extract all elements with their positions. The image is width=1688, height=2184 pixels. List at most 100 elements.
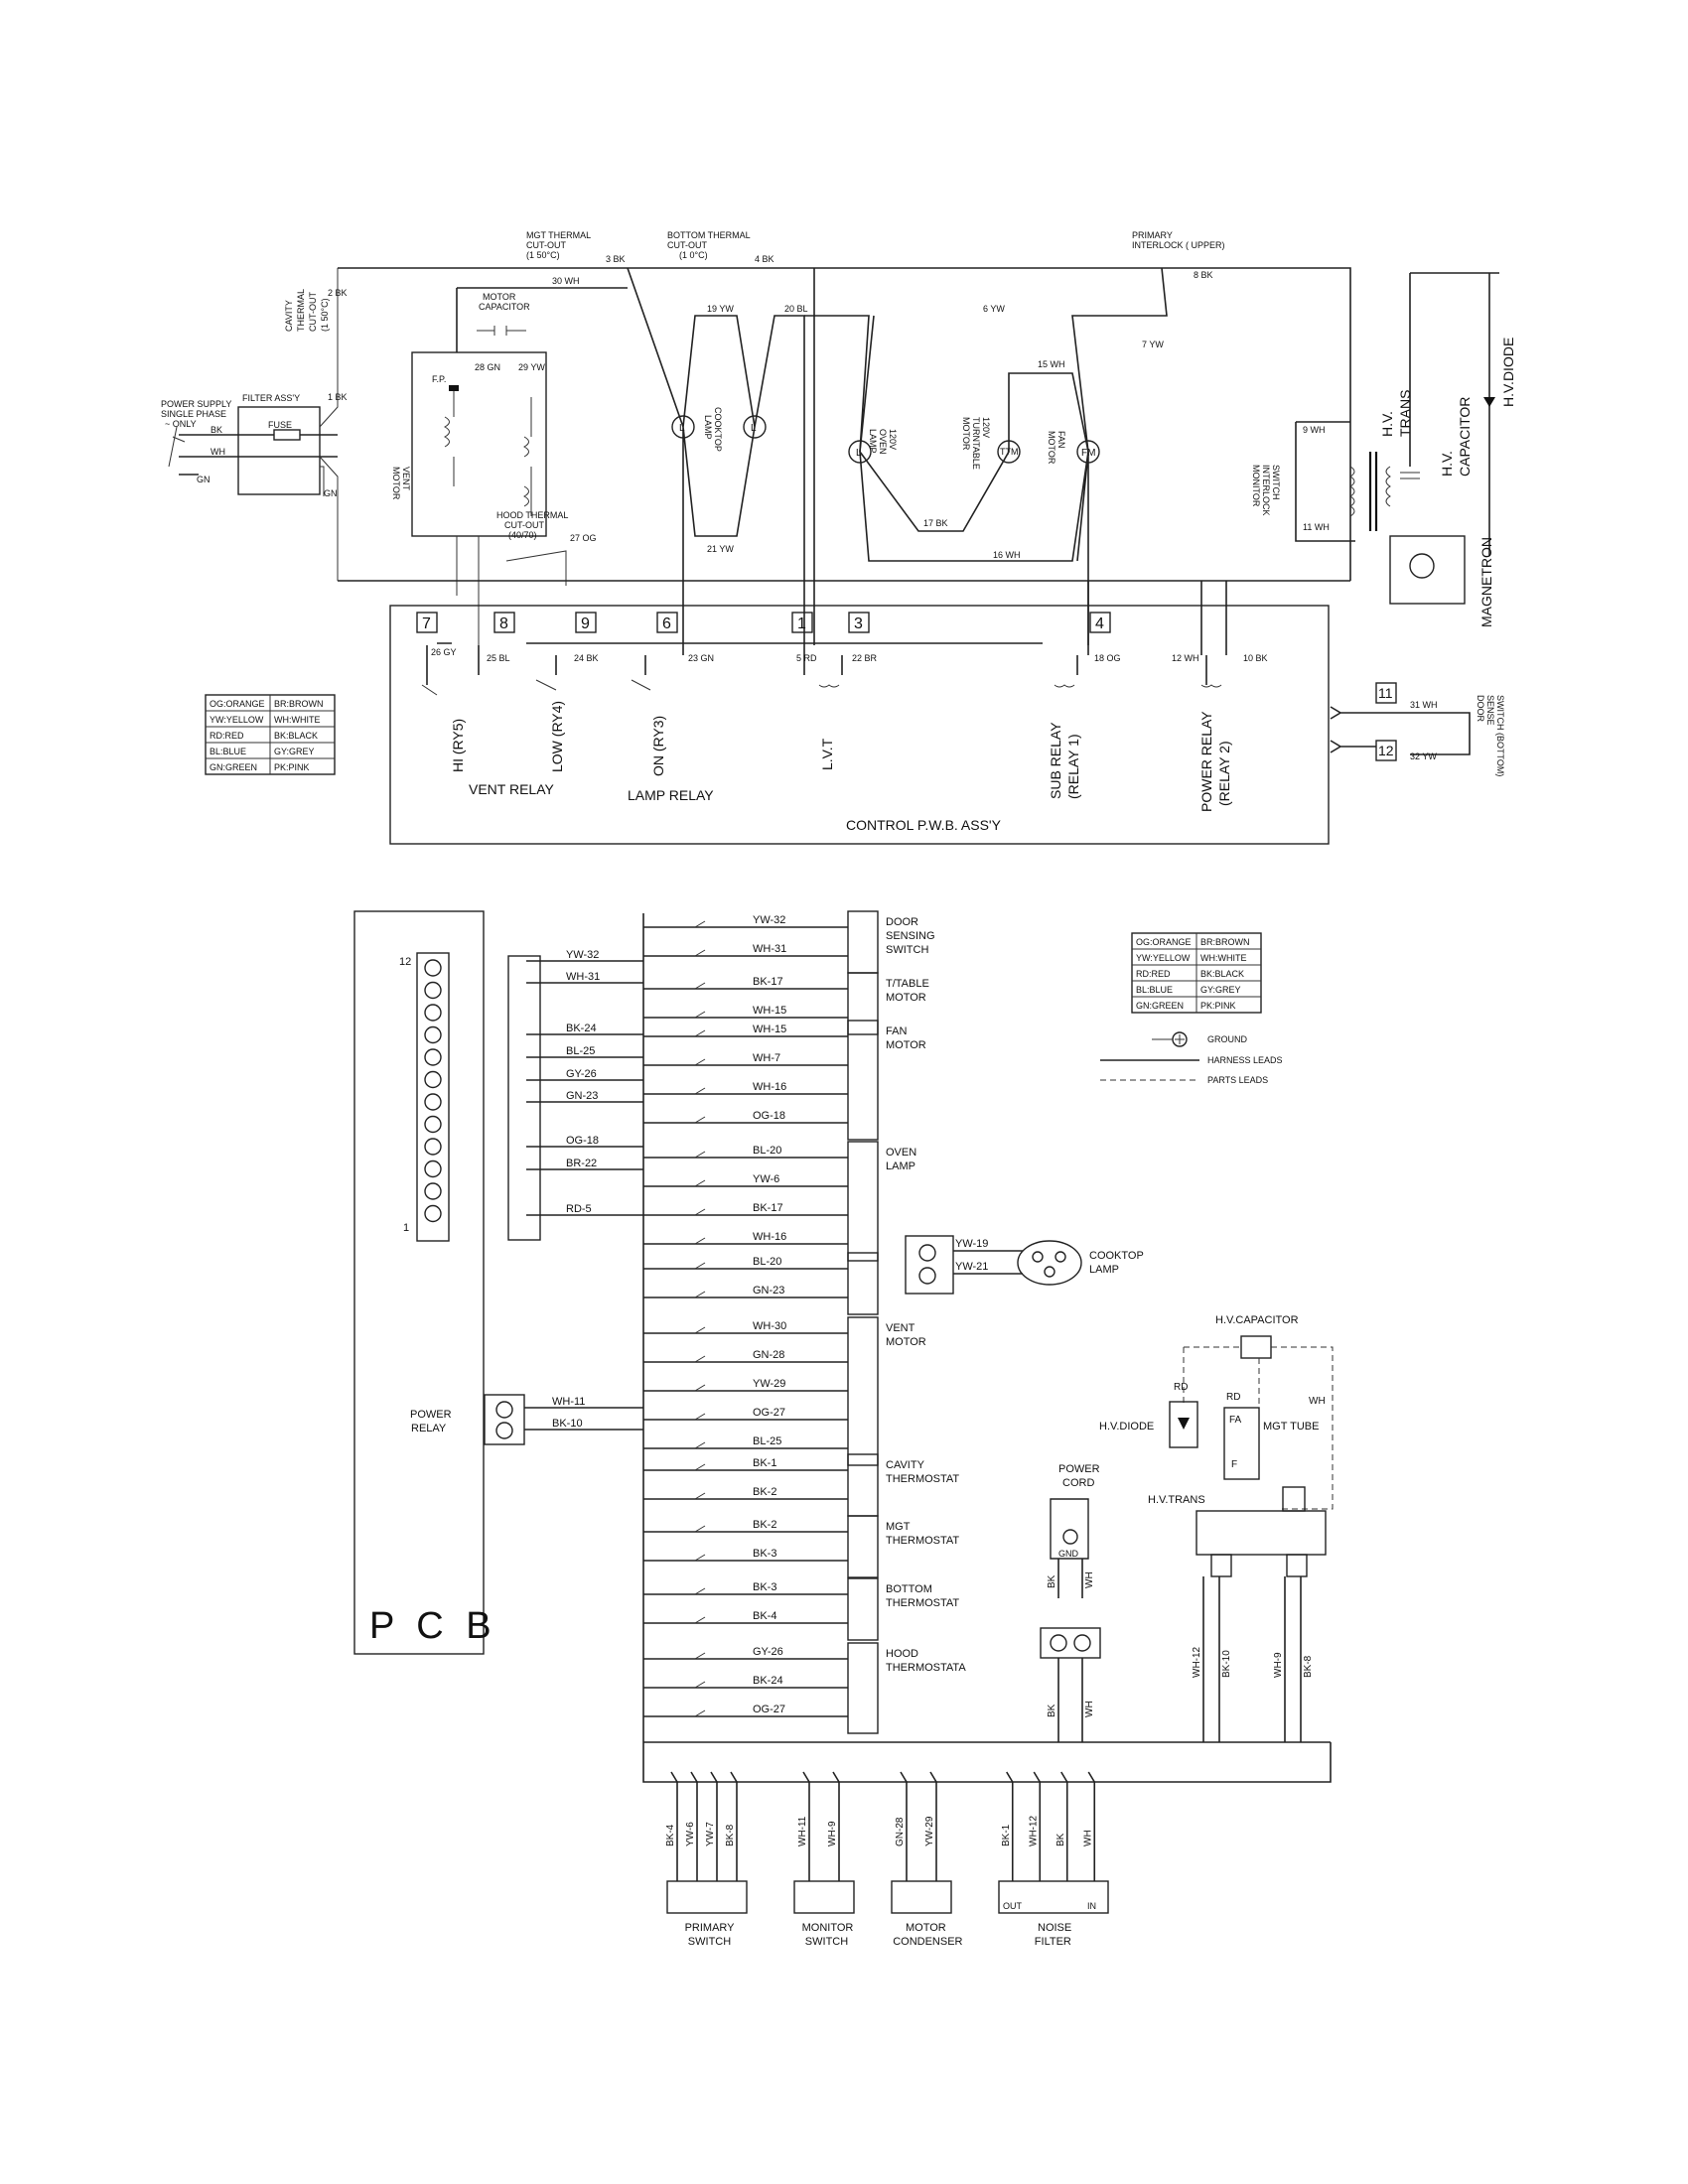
trans-bk10: BK-10	[1221, 1650, 1232, 1678]
legend-entry: GY:GREY	[274, 747, 315, 756]
legend-entry: OG:ORANGE	[1136, 937, 1192, 947]
bottom-label: FILTER	[1035, 1936, 1071, 1948]
w30wh: 30 WH	[552, 276, 580, 286]
group-wire-tick	[694, 1413, 706, 1421]
pcb-box	[353, 910, 485, 1655]
component-label: OVEN	[886, 1147, 916, 1159]
w28gn: 28 GN	[475, 362, 500, 372]
monitor-switch	[1295, 421, 1355, 542]
relay-connector	[484, 1394, 525, 1445]
harness-wire-label: WH-31	[566, 971, 600, 983]
primary-l1: PRIMARY	[1132, 230, 1173, 240]
w32yw: 32 YW	[1410, 751, 1437, 761]
group-wire-label: BK-3	[753, 1581, 776, 1593]
wh-lead-label: WH	[211, 447, 225, 457]
pin-6-box	[656, 612, 678, 633]
bottom-label: SWITCH	[688, 1936, 731, 1948]
w6yw: 6 YW	[983, 304, 1005, 314]
cord-drops	[1057, 1658, 1083, 1742]
cooktop-lamp-2-label: L	[751, 423, 757, 434]
bottom-wire	[1087, 1771, 1096, 1881]
lead-key: GROUND HARNESS LEADS PARTS LEADS	[1100, 1031, 1283, 1085]
component-connector	[847, 1141, 879, 1262]
filter-assembly	[237, 406, 321, 495]
component-connector	[847, 1453, 879, 1517]
pcb-pin	[424, 1204, 442, 1223]
harness-wire-label: BL-25	[566, 1045, 595, 1057]
component-connector	[847, 1316, 879, 1466]
w27og: 27 OG	[570, 533, 597, 543]
harness-wire-label: YW-32	[566, 949, 599, 961]
cooktop-lines	[953, 1250, 1023, 1275]
relay-on: ON (RY3)	[650, 716, 666, 776]
group-wire-tick	[694, 1492, 706, 1500]
relay-wire-label: BK-10	[552, 1418, 583, 1430]
pcb-pins	[424, 959, 442, 1223]
harness-wire-label: BR-22	[566, 1158, 597, 1169]
hv-core	[1368, 452, 1378, 531]
oven-circuit	[804, 267, 1168, 655]
fuse-label: FUSE	[268, 420, 292, 430]
fanmotor-l1: FAN	[1056, 431, 1066, 449]
component-label: SWITCH	[886, 944, 928, 956]
bottom-connector	[891, 1880, 952, 1914]
cord-pin-1	[1050, 1634, 1067, 1652]
component-label: MOTOR	[886, 1039, 926, 1051]
turntable-l3: MOTOR	[961, 417, 971, 451]
cooktop-pin-2	[918, 1267, 936, 1285]
doorsense-l1: DOOR	[1476, 695, 1485, 723]
hv-capacitor-leads	[1183, 1346, 1334, 1510]
group-wire-label: WH-31	[753, 943, 786, 955]
cord-wh: WH	[1084, 1571, 1095, 1588]
legend-entry: OG:ORANGE	[210, 699, 265, 709]
pcb-pin-12: 12	[399, 956, 411, 968]
cord-bk: BK	[1047, 1574, 1057, 1588]
bottom-wire-label: BK-8	[725, 1824, 736, 1846]
trans-terminal-1	[1210, 1554, 1232, 1577]
component-label: BOTTOM	[886, 1583, 932, 1595]
component-label: THERMOSTAT	[886, 1535, 959, 1547]
component-groups: YW-32WH-31DOORSENSINGSWITCHBK-17WH-15T/T…	[643, 910, 966, 1734]
component-label: T/TABLE	[886, 978, 929, 990]
key-parts: PARTS LEADS	[1207, 1075, 1268, 1085]
group-wire-tick	[694, 1587, 706, 1595]
w22br: 22 BR	[852, 653, 878, 663]
supply-symbol	[168, 426, 186, 468]
hv-trans-label: H.V.TRANS	[1148, 1494, 1205, 1506]
hvtrans-l1: H.V.	[1379, 411, 1395, 437]
oven-feed	[859, 315, 875, 453]
vent-leads	[456, 536, 567, 645]
bottom-wire-label: YW-29	[924, 1816, 935, 1846]
trans-wh12: WH-12	[1192, 1646, 1202, 1678]
group-wire-tick	[694, 1554, 706, 1562]
group-wire-tick	[694, 1681, 706, 1689]
legend-entry: WH:WHITE	[1200, 953, 1247, 963]
w18og: 18 OG	[1094, 653, 1121, 663]
power-relay-l2: RELAY	[411, 1423, 447, 1434]
w15wh: 15 WH	[1038, 359, 1065, 369]
schematic-diagram: POWER SUPPLY SINGLE PHASE ~ ONLY FILTER …	[161, 230, 1516, 845]
vent-relay-label: VENT RELAY	[469, 781, 555, 797]
relay-leads	[426, 645, 1207, 685]
pin-3: 3	[854, 615, 863, 632]
legend-entry: BL:BLUE	[210, 747, 246, 756]
bottom-connector	[666, 1880, 748, 1914]
hv-secondary-coil	[1385, 466, 1391, 507]
pin-11: 11	[1378, 685, 1393, 701]
pcb-pin	[424, 1182, 442, 1200]
bus-drops	[813, 268, 1227, 655]
pin-9-box	[575, 612, 597, 633]
mgt-tube	[1223, 1407, 1260, 1480]
bottom-wire-label: BK-1	[1001, 1824, 1012, 1846]
cavity-l3: CUT-OUT	[308, 292, 318, 332]
fa-label: FA	[1229, 1415, 1242, 1426]
harness-wire-label: OG-18	[566, 1135, 599, 1147]
group-wire-tick	[694, 1151, 706, 1159]
monitor-l1: MONITOR	[1251, 465, 1261, 507]
group-wire-label: BK-2	[753, 1486, 776, 1498]
ventmotor-l1: VENT	[401, 467, 411, 491]
legend-entry: YW:YELLOW	[1136, 953, 1191, 963]
ground-symbol	[1152, 1034, 1185, 1044]
group-wire-label: WH-16	[753, 1081, 786, 1093]
